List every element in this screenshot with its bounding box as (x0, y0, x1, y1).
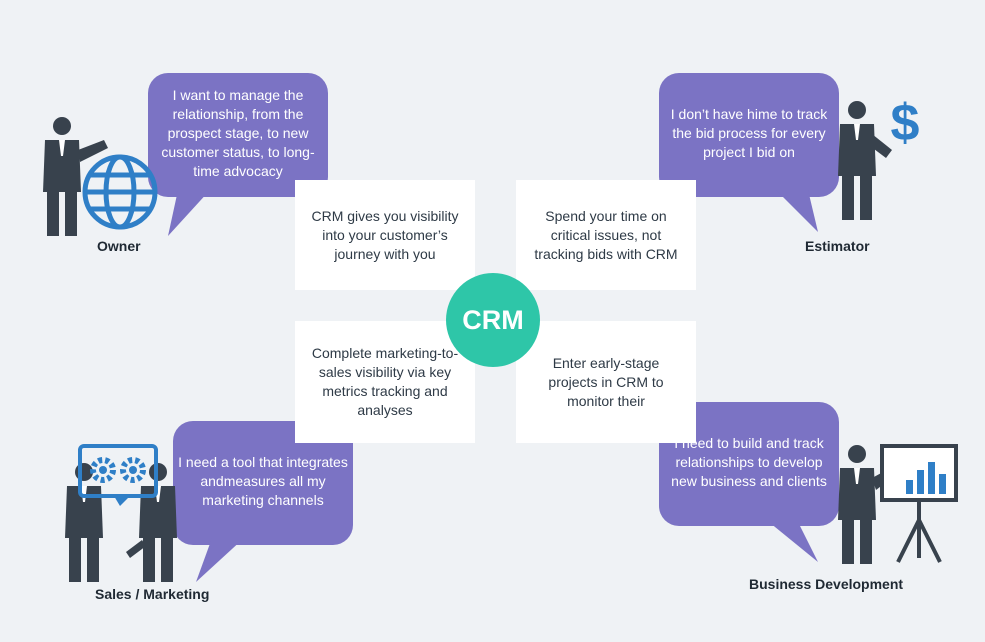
estimator-quote: I don’t have hime to track the bid proce… (670, 105, 828, 160)
sales-figures (65, 463, 177, 582)
sales-role-label: Sales / Marketing (95, 586, 210, 602)
owner-benefit-card: CRM gives you visibility into your custo… (295, 180, 475, 290)
globe-icon (82, 154, 158, 230)
bizdev-quote: I need to build and track relationships … (671, 434, 827, 489)
sales-benefit-card: Complete marketing-to-sales visibility v… (295, 321, 475, 443)
estimator-role-label: Estimator (805, 238, 870, 254)
bizdev-benefit-card: Enter early-stage projects in CRM to mon… (516, 321, 696, 443)
estimator-benefit-card: Spend your time on critical issues, not … (516, 180, 696, 290)
sales-quote: I need a tool that integrates andmeasure… (178, 453, 348, 508)
owner-role-label: Owner (97, 238, 141, 254)
sales-speech-bubble (173, 421, 353, 582)
owner-speech-bubble (148, 73, 328, 236)
estimator-speech-bubble (659, 73, 839, 232)
estimator-figure (838, 101, 892, 220)
bizdev-role-label: Business Development (749, 576, 904, 592)
owner-figure (43, 117, 108, 236)
gears-chat-icon (78, 444, 158, 506)
presentation-board-icon (880, 444, 958, 563)
bizdev-speech-bubble (659, 402, 839, 562)
crm-center-circle: CRM (446, 273, 540, 367)
svg-text:$: $ (891, 94, 920, 152)
owner-quote: I want to manage the relationship, from … (161, 86, 315, 179)
dollar-icon: $ (891, 94, 920, 152)
